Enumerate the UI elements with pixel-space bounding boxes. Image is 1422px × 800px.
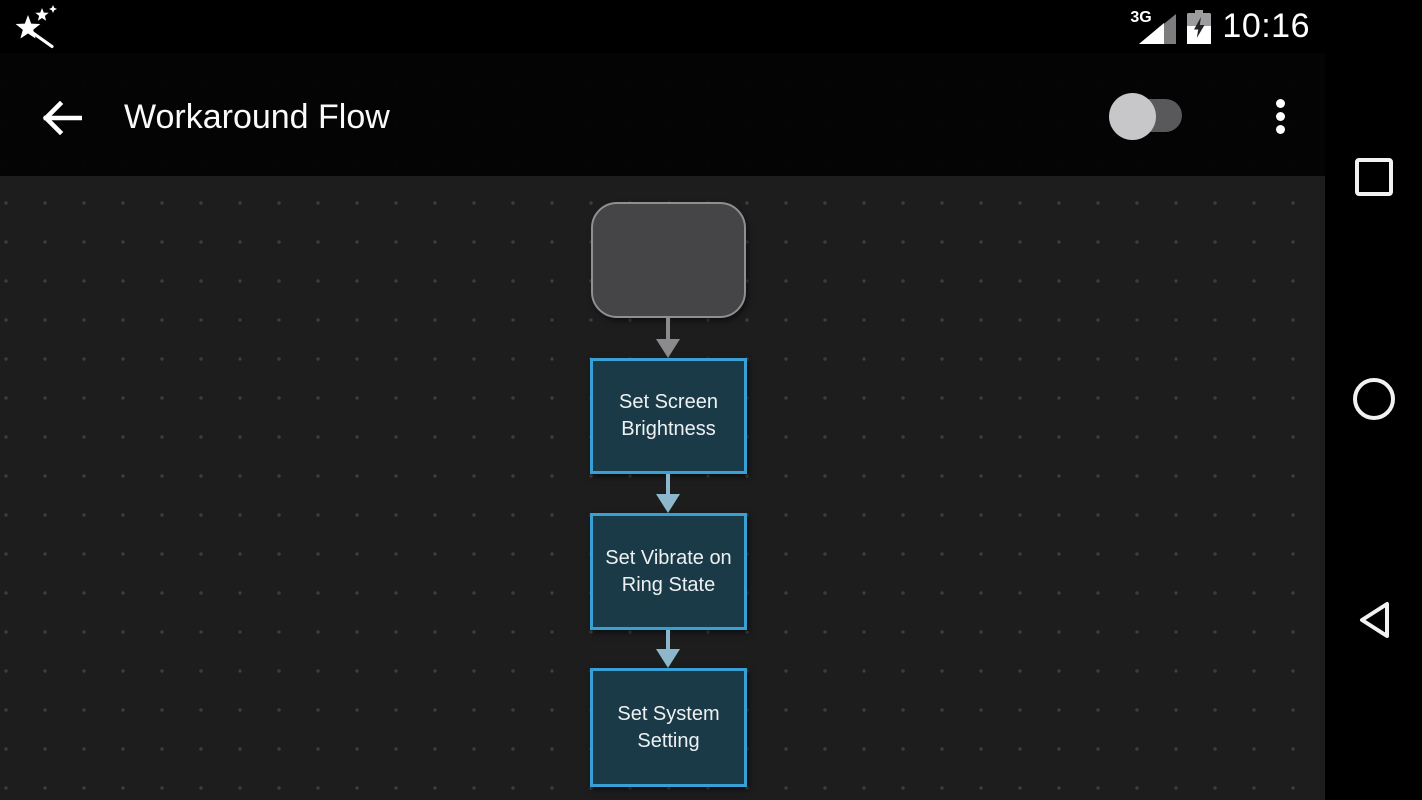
connector-arrow-gray bbox=[656, 318, 680, 358]
flow-canvas[interactable]: Set Screen Brightness Set Vibrate on Rin… bbox=[0, 53, 1325, 800]
flow-block-set-vibrate-on-ring-state[interactable]: Set Vibrate on Ring State bbox=[590, 513, 747, 630]
connector-arrow-blue bbox=[656, 630, 680, 668]
status-bar: 3G 10:16 bbox=[0, 0, 1422, 53]
page-title: Workaround Flow bbox=[124, 98, 390, 136]
overflow-menu-icon bbox=[1275, 112, 1285, 121]
block-label-line: Brightness bbox=[621, 418, 716, 440]
flow-enabled-switch[interactable] bbox=[1109, 93, 1182, 140]
app-bar: Workaround Flow bbox=[0, 53, 1325, 176]
back-arrow-icon bbox=[42, 100, 83, 136]
overflow-menu-icon bbox=[1275, 125, 1285, 134]
overflow-menu-icon bbox=[1275, 99, 1285, 108]
recents-square-icon[interactable] bbox=[1354, 158, 1393, 196]
status-bar-clock: 10:16 bbox=[1222, 7, 1310, 45]
block-label-line: Ring State bbox=[621, 573, 716, 596]
network-type-label: 3G bbox=[1130, 8, 1152, 26]
home-circle-icon[interactable] bbox=[1352, 378, 1395, 420]
flow-block-set-system-setting[interactable]: Set System Setting bbox=[590, 668, 747, 787]
flow-block-start[interactable] bbox=[591, 202, 746, 318]
block-label-line: Setting bbox=[637, 729, 700, 752]
cellular-signal-icon: 3G bbox=[1130, 8, 1177, 44]
magic-wand-icon bbox=[15, 5, 57, 49]
switch-thumb bbox=[1109, 93, 1156, 140]
navigation-bar bbox=[1325, 0, 1422, 800]
flow-block-set-screen-brightness[interactable]: Set Screen Brightness bbox=[590, 358, 747, 474]
back-triangle-icon[interactable] bbox=[1356, 600, 1392, 640]
signal-triangle-icon bbox=[1139, 13, 1177, 44]
block-label-line: Set Screen bbox=[619, 391, 718, 413]
connector-arrow-blue bbox=[656, 474, 680, 513]
battery-charging-icon bbox=[1187, 9, 1212, 44]
block-label-line: Set System bbox=[617, 702, 720, 725]
overflow-menu-button[interactable] bbox=[1264, 93, 1296, 140]
back-button[interactable] bbox=[42, 100, 83, 136]
block-label-line: Set Vibrate on bbox=[605, 546, 732, 569]
status-bar-right: 3G 10:16 bbox=[1130, 0, 1310, 53]
